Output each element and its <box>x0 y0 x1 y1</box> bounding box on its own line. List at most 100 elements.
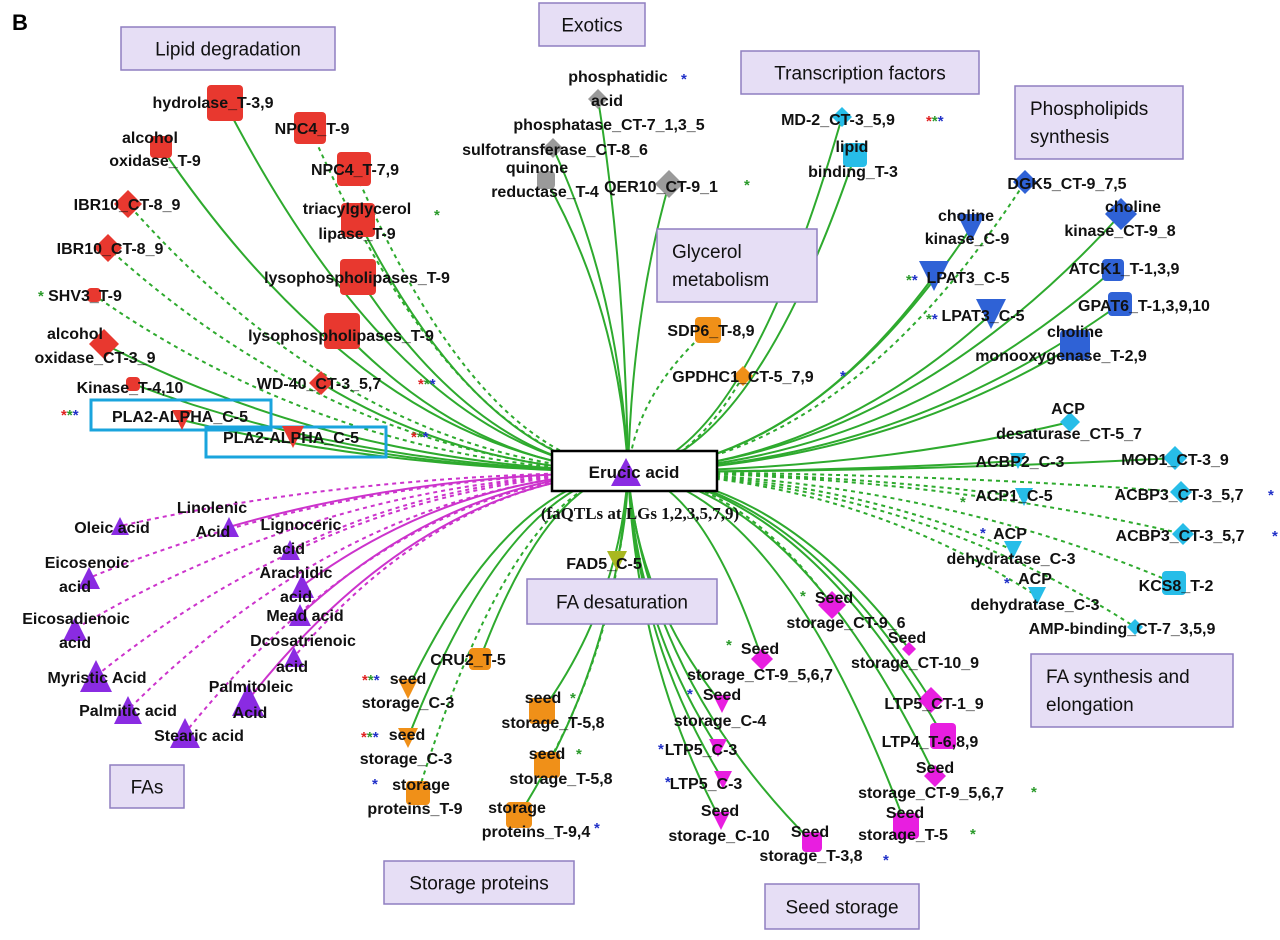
significance-stars-sp2: * <box>594 820 600 837</box>
node-acbp2: ACBP2_C-3 <box>976 453 1065 471</box>
category-label-tf: Transcription factors <box>774 64 945 85</box>
node-shape-stear <box>170 718 200 748</box>
significance-stars-sd7: * <box>883 852 889 869</box>
node-label-acbp3a: ACBP3_CT-3_5,7 <box>1115 487 1244 504</box>
node-amp: AMP-binding_CT-7_3,5,9 <box>1029 619 1216 638</box>
node-label-cru: CRU2_T-5 <box>430 652 506 669</box>
edge-quin <box>545 179 629 473</box>
node-shape-dgk <box>1013 170 1037 194</box>
category-storage: Storage proteins <box>383 860 575 905</box>
node-label-sdp: SDP6_T-8,9 <box>667 323 754 340</box>
node-shape-ltp1 <box>918 687 944 713</box>
node-dgk: DGK5_CT-9_7,5 <box>1007 170 1127 194</box>
node-fad5: FAD5_C-5 <box>566 551 642 573</box>
node-label-kcs: KCS8_T-2 <box>1139 578 1214 595</box>
edge-aox2 <box>103 343 629 473</box>
category-box-storage <box>383 860 575 905</box>
category-box-glycerol <box>656 228 818 303</box>
node-label-atck: ATCK1_T-1,3,9 <box>1069 261 1180 278</box>
edge-tag <box>357 219 629 473</box>
node-shape-sd2 <box>902 642 916 656</box>
node-shape-sd3 <box>751 648 773 670</box>
significance-stars-lpat1: ** <box>906 272 918 289</box>
node-label-palmi: Palmitic acid <box>79 703 177 720</box>
node-label-hyd: hydrolase_T-3,9 <box>153 95 274 112</box>
node-lpat1: LPAT3_C-5** <box>906 261 1010 291</box>
node-shape-acpd <box>1060 412 1080 432</box>
significance-stars-sd4: * <box>687 686 693 703</box>
edge-phos <box>597 98 629 473</box>
node-label-lyso1: lysophospholipases_T-9 <box>264 270 450 287</box>
node-lyso1: lysophospholipases_T-9 <box>264 259 450 295</box>
edge-sd3 <box>627 471 763 660</box>
node-shape-sulfo <box>543 138 563 158</box>
significance-stars-pla2: *** <box>411 429 429 446</box>
node-label-amp: AMP-binding_CT-7_3,5,9 <box>1029 621 1216 638</box>
node-label-dgk: DGK5_CT-9_7,5 <box>1007 176 1126 193</box>
node-acp1: ACP1_C-5* <box>960 488 1053 511</box>
node-label-ltp4: LTP4_T-6,8,9 <box>882 734 979 751</box>
edge-gpdh <box>627 375 744 473</box>
significance-stars-ltp3: * <box>665 774 671 791</box>
node-label-gpat: GPAT6_T-1,3,9,10 <box>1078 298 1210 315</box>
edge-qer <box>627 183 670 473</box>
edge-lipid <box>627 154 856 473</box>
node-ltp4: LTP4_T-6,8,9 <box>882 723 979 751</box>
category-fas: FAs <box>109 764 185 809</box>
node-label-oleic: Oleic acid <box>74 520 150 537</box>
node-kin: Kinase_T-4,10 <box>77 377 183 397</box>
node-acbp3a: ACBP3_CT-3_5,7* <box>1115 481 1274 504</box>
node-shape-amp <box>1127 619 1143 635</box>
node-shape-ssc2 <box>398 728 418 748</box>
significance-stars-acp1: * <box>960 494 966 511</box>
category-box-phospho <box>1014 85 1184 160</box>
node-shape-acpdh1 <box>1004 541 1022 559</box>
category-fadesat: FA desaturation <box>526 578 718 625</box>
node-atck: ATCK1_T-1,3,9 <box>1069 259 1180 281</box>
significance-stars-ltp2: * <box>658 741 664 758</box>
category-label-storage: Storage proteins <box>409 874 548 895</box>
node-shape-lipid <box>843 143 867 167</box>
significance-stars-sst1: * <box>570 690 576 707</box>
node-shape-dcosa <box>284 647 304 667</box>
edge-acpdh2 <box>627 471 1038 597</box>
category-seed: Seed storage <box>764 883 920 930</box>
node-shape-pla2 <box>282 426 304 448</box>
node-label-npc1: NPC4_T-9 <box>275 121 350 138</box>
node-pla2: PLA2-ALPHA_C-5*** <box>223 426 429 448</box>
node-shape-sst2 <box>534 752 560 778</box>
node-label-pla1: PLA2-ALPHA_C-5 <box>112 409 248 426</box>
node-shape-myris <box>80 660 112 692</box>
significance-stars-sd1: * <box>800 588 806 605</box>
category-tf: Transcription factors <box>740 50 980 95</box>
node-shape-palmi <box>114 696 142 724</box>
significance-stars-sd8: * <box>970 826 976 843</box>
significance-stars-ssc1: *** <box>362 672 380 689</box>
edge-myris <box>95 471 629 677</box>
edge-eicos <box>88 471 629 579</box>
significance-stars-pla1: *** <box>61 407 79 424</box>
node-shape-chmo <box>1060 330 1090 360</box>
